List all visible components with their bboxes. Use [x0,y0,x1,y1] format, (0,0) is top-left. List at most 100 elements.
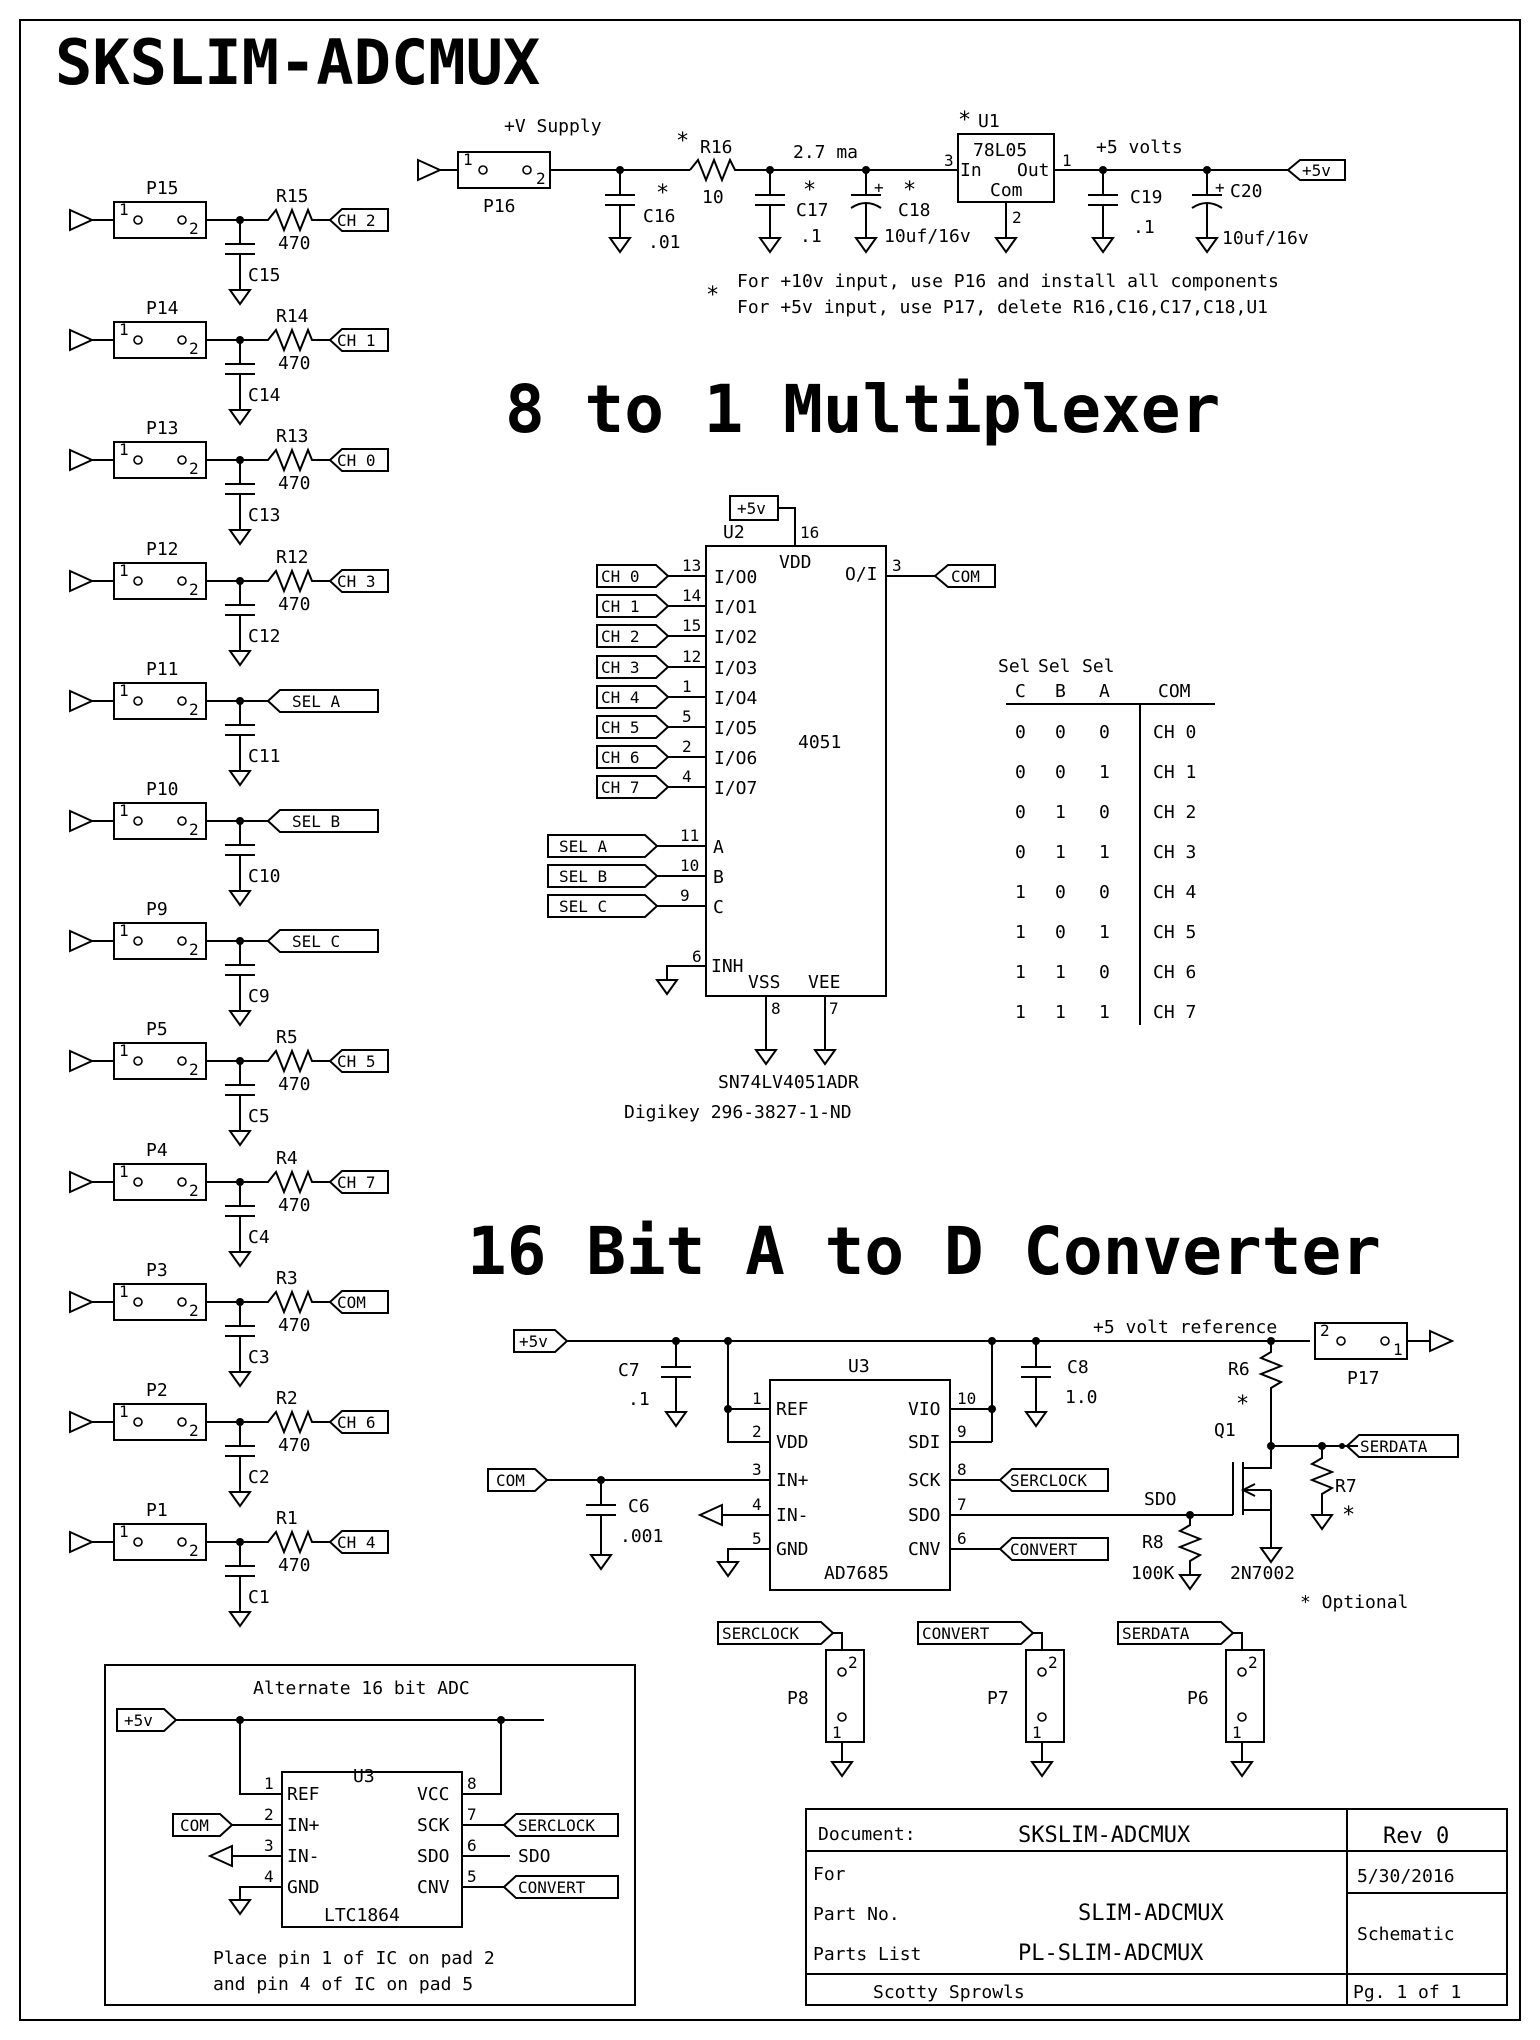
svg-text:VDD: VDD [776,1432,809,1453]
svg-text:SDI: SDI [908,1432,941,1453]
mux-5v-flag [729,495,779,521]
series-resistor [206,327,330,353]
svg-text:0: 0 [1015,802,1026,823]
svg-text:R4: R4 [276,1148,298,1169]
svg-text:C13: C13 [248,505,281,526]
svg-text:*: * [706,283,719,308]
svg-text:16: 16 [800,523,819,542]
svg-text:2: 2 [189,940,199,959]
svg-text:R14: R14 [276,306,309,327]
svg-text:1: 1 [1055,1002,1066,1023]
filter-capacitor [225,941,255,1027]
svg-text:.001: .001 [620,1526,663,1547]
svg-text:I/O1: I/O1 [714,597,757,618]
svg-text:B: B [713,867,724,888]
svg-text:*: * [958,108,971,133]
svg-text:SEL A: SEL A [559,837,608,856]
svg-text:P6: P6 [1187,1688,1209,1709]
svg-text:1: 1 [1393,1340,1403,1359]
svg-text:.1: .1 [1133,217,1155,238]
series-resistor [206,207,330,233]
svg-text:Document:: Document: [818,1824,916,1845]
mux-channel-flag [596,715,670,739]
svg-text:+: + [1215,178,1225,197]
mux-select-flag [547,864,659,888]
q1-mosfet [1232,1446,1272,1538]
svg-text:Schematic: Schematic [1357,1924,1455,1945]
svg-text:2: 2 [189,1541,199,1560]
mux-select-flag [547,834,659,858]
svg-text:P8: P8 [787,1688,809,1709]
svg-text:1: 1 [119,320,129,339]
svg-text:1: 1 [1032,1723,1042,1742]
connector-label: P4 [146,1140,168,1161]
svg-text:1: 1 [1015,1002,1026,1023]
alt-convert-flag [502,1875,619,1899]
header-connector [113,682,207,720]
svg-text:1: 1 [1015,922,1026,943]
svg-text:CH 4: CH 4 [337,1533,376,1552]
svg-text:SEL B: SEL B [292,812,340,831]
svg-text:2: 2 [1320,1321,1330,1340]
svg-text:12: 12 [682,647,701,666]
filter-capacitor [225,1061,255,1147]
svg-text:I/O7: I/O7 [714,778,757,799]
svg-text:10uf/16v: 10uf/16v [1222,228,1309,249]
svg-text:CH 5: CH 5 [1153,922,1196,943]
filter-capacitor [225,701,255,787]
svg-text:CH 2: CH 2 [337,211,376,230]
svg-text:C: C [713,897,724,918]
svg-text:1: 1 [119,1282,129,1301]
svg-text:R2: R2 [276,1388,298,1409]
svg-text:SDO: SDO [1144,1489,1177,1510]
svg-text:COM: COM [496,1471,525,1490]
net-5v-flag [1286,159,1346,181]
svg-text:Rev 0: Rev 0 [1383,1824,1449,1849]
c18-capacitor [850,170,882,254]
svg-text:INH: INH [711,956,744,977]
svg-text:7: 7 [829,999,839,1018]
svg-text:.1: .1 [800,226,822,247]
connector-label: P10 [146,779,179,800]
svg-text:1: 1 [1062,151,1072,170]
adc-5v-flag [513,1329,569,1353]
svg-text:CH 6: CH 6 [601,748,640,767]
svg-text:AD7685: AD7685 [824,1563,889,1584]
header-connector [113,201,207,239]
svg-text:10: 10 [702,187,724,208]
svg-text:SERCLOCK: SERCLOCK [722,1624,799,1643]
alt-5v-flag [116,1708,178,1732]
svg-text:0: 0 [1015,762,1026,783]
svg-text:Sel: Sel [1082,656,1115,677]
svg-text:R15: R15 [276,186,309,207]
svg-text:For: For [813,1864,846,1885]
r6-resistor [1258,1341,1284,1446]
adc-section: +5v +5 volt reference 2 1 P17 C7 .1 C8 1… [487,1317,1459,1613]
series-resistor [206,447,330,473]
header-connector [113,802,207,840]
svg-text:CH 2: CH 2 [1153,802,1196,823]
svg-text:8: 8 [771,999,781,1018]
svg-text:2: 2 [189,1301,199,1320]
svg-text:REF: REF [287,1784,320,1805]
svg-text:3: 3 [264,1836,274,1855]
adc-convert-flag [998,1537,1109,1561]
svg-text:U1: U1 [978,111,1000,132]
svg-text:CH 3: CH 3 [601,658,640,677]
svg-text:Scotty Sprowls: Scotty Sprowls [873,1982,1025,2003]
svg-text:2N7002: 2N7002 [1230,1563,1295,1584]
svg-text:1: 1 [119,801,129,820]
svg-text:3: 3 [752,1460,762,1479]
svg-text:2: 2 [752,1422,762,1441]
svg-text:Part No.: Part No. [813,1904,900,1925]
filter-capacitor [225,581,255,667]
svg-text:I/O5: I/O5 [714,718,757,739]
svg-text:470: 470 [278,1074,311,1095]
svg-text:VCC: VCC [417,1784,450,1805]
filter-capacitor [225,340,255,426]
alternate-adc-box: Alternate 16 bit ADC +5v U3 LTC1864 COM … [104,1664,636,2006]
